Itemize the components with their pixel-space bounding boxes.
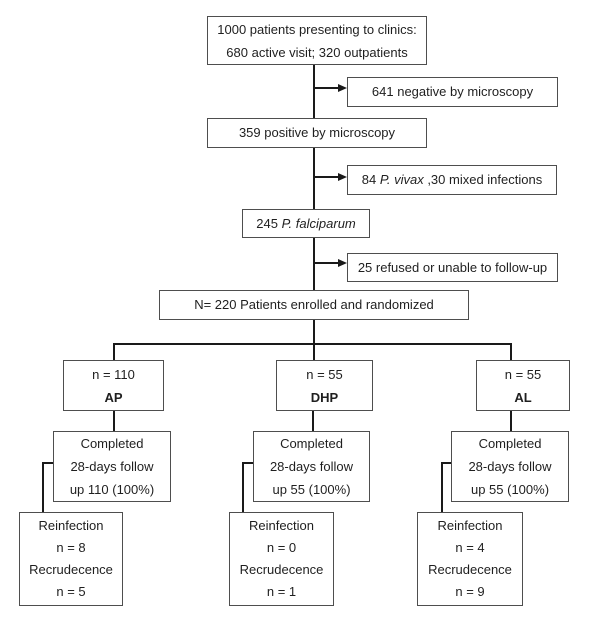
connector-elbow-h-ap <box>42 462 54 464</box>
box-patients-presenting: 1000 patients presenting to clinics: 680… <box>207 16 427 65</box>
completed-ap-line-1: Completed <box>80 436 144 451</box>
box-completed-dhp: Completed 28-days follow up 55 (100%) <box>253 431 370 502</box>
outcome-al-reinfection-n: n = 4 <box>455 540 485 555</box>
box-arm-dhp: n = 55 DHP <box>276 360 373 411</box>
outcome-ap-recrudescence: Recrudecence <box>29 562 113 577</box>
box-arm-ap: n = 110 AP <box>63 360 164 411</box>
completed-dhp-line-1: Completed <box>280 436 343 451</box>
arm-ap-name: AP <box>104 389 123 405</box>
arrow-right-icon <box>338 259 347 267</box>
arm-dhp-n: n = 55 <box>306 366 343 382</box>
connector-main-spine <box>313 65 315 290</box>
box-falciparum: 245 P. falciparum <box>242 209 370 238</box>
presenting-line-2: 680 active visit; 320 outpatients <box>226 44 408 60</box>
enrolled-label: N= 220 Patients enrolled and randomized <box>194 297 434 312</box>
outcome-ap-reinfection-n: n = 8 <box>56 540 86 555</box>
connector-enrolled-to-branch <box>313 320 315 343</box>
connector-arrow-negative <box>313 87 340 89</box>
connector-elbow-v-ap <box>42 462 44 513</box>
vivax-species-italic: P. vivax <box>379 172 424 187</box>
box-outcome-ap: Reinfection n = 8 Recrudecence n = 5 <box>19 512 123 606</box>
completed-ap-line-2: 28-days follow <box>70 459 154 474</box>
arrow-right-icon <box>338 173 347 181</box>
connector-arrow-refused <box>313 262 340 264</box>
arm-al-name: AL <box>514 389 532 405</box>
completed-dhp-line-2: 28-days follow <box>269 459 354 474</box>
completed-ap-line-3: up 110 (100%) <box>69 482 155 497</box>
refused-label: 25 refused or unable to follow-up <box>357 259 548 275</box>
connector-elbow-h-al <box>441 462 452 464</box>
outcome-dhp-reinfection-n: n = 0 <box>266 540 297 555</box>
outcome-dhp-recrudescence: Recrudecence <box>239 562 324 577</box>
arrow-right-icon <box>338 84 347 92</box>
box-negative-microscopy: 641 negative by microscopy <box>347 77 558 107</box>
connector-al-to-completed <box>510 411 512 431</box>
box-outcome-al: Reinfection n = 4 Recrudecence n = 9 <box>417 512 523 606</box>
falciparum-species-italic: P. falciparum <box>281 215 356 231</box>
falciparum-label: 245 P. falciparum <box>256 215 356 231</box>
box-vivax-mixed: 84 P. vivax ,30 mixed infections <box>347 165 557 195</box>
outcome-ap-recrudescence-n: n = 5 <box>56 584 86 599</box>
box-completed-al: Completed 28-days follow up 55 (100%) <box>451 431 569 502</box>
connector-dhp-to-completed <box>312 411 314 431</box>
arm-al-n: n = 55 <box>504 366 542 382</box>
completed-al-line-1: Completed <box>478 436 542 451</box>
connector-elbow-v-al <box>441 462 443 514</box>
connector-drop-dhp <box>313 343 315 360</box>
connector-elbow-h-dhp <box>242 462 254 464</box>
box-completed-ap: Completed 28-days follow up 110 (100%) <box>53 431 171 502</box>
box-positive-microscopy: 359 positive by microscopy <box>207 118 427 148</box>
arm-dhp-name: DHP <box>310 389 339 405</box>
connector-branch-bar <box>113 343 512 345</box>
completed-dhp-line-3: up 55 (100%) <box>272 482 351 497</box>
connector-elbow-v-dhp <box>242 462 244 514</box>
connector-ap-to-completed <box>113 411 115 431</box>
box-arm-al: n = 55 AL <box>476 360 570 411</box>
box-outcome-dhp: Reinfection n = 0 Recrudecence n = 1 <box>229 512 334 606</box>
outcome-al-recrudescence-n: n = 9 <box>455 584 485 599</box>
presenting-line-1: 1000 patients presenting to clinics: <box>217 21 417 37</box>
outcome-dhp-recrudescence-n: n = 1 <box>266 584 297 599</box>
arm-ap-n: n = 110 <box>92 366 135 382</box>
connector-drop-ap <box>113 343 115 360</box>
outcome-ap-reinfection: Reinfection <box>38 518 104 533</box>
completed-al-line-2: 28-days follow <box>468 459 552 474</box>
box-refused-followup: 25 refused or unable to follow-up <box>347 253 558 282</box>
negative-label: 641 negative by microscopy <box>371 84 534 99</box>
outcome-dhp-reinfection: Reinfection <box>248 518 315 533</box>
connector-arrow-vivax <box>313 176 340 178</box>
outcome-al-reinfection: Reinfection <box>437 518 503 533</box>
outcome-al-recrudescence: Recrudecence <box>428 562 512 577</box>
vivax-label: 84 P. vivax ,30 mixed infections <box>361 172 543 187</box>
box-enrolled-randomized: N= 220 Patients enrolled and randomized <box>159 290 469 320</box>
completed-al-line-3: up 55 (100%) <box>470 482 550 497</box>
positive-label: 359 positive by microscopy <box>238 125 396 140</box>
connector-drop-al <box>510 343 512 360</box>
